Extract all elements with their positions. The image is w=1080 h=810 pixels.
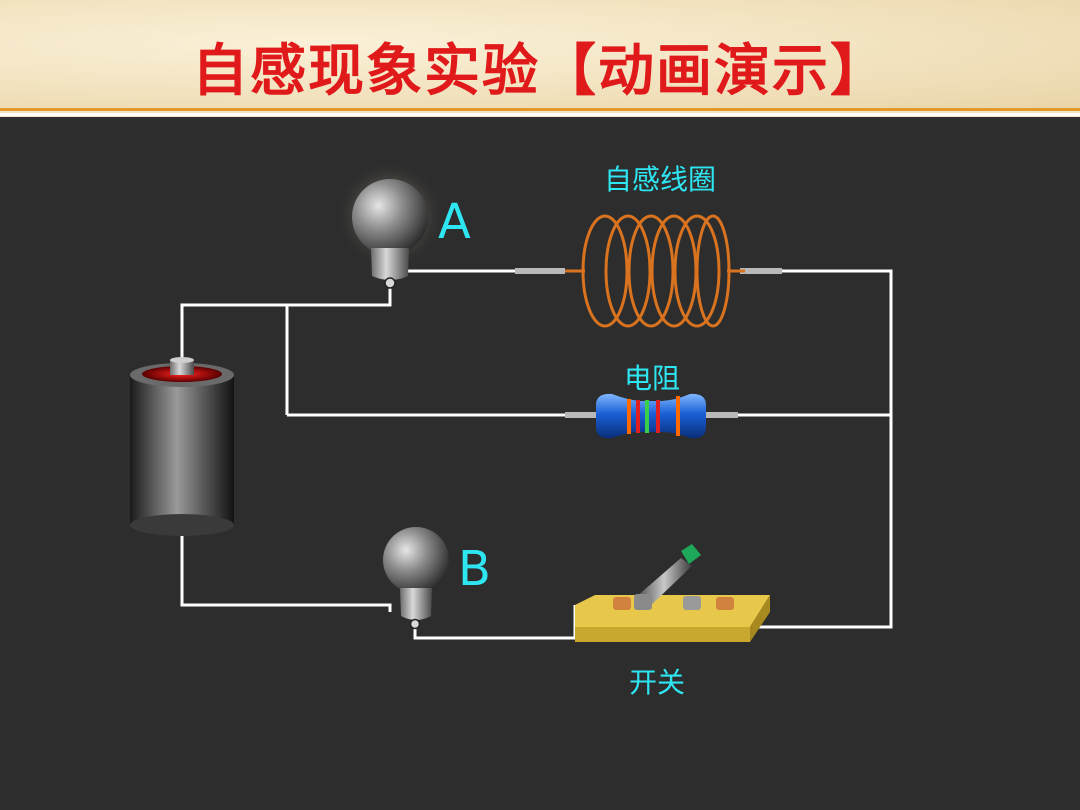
wire-lamp-b-to-switch bbox=[413, 605, 577, 640]
resistor-band-1 bbox=[627, 399, 631, 434]
switch-handle[interactable] bbox=[681, 544, 701, 564]
battery-bottom bbox=[130, 514, 234, 536]
wire-right-side bbox=[755, 269, 893, 629]
coil-lead-left bbox=[515, 268, 565, 274]
lamp-a-bulb bbox=[352, 179, 428, 255]
switch-contact-middle bbox=[683, 596, 701, 610]
switch-contact-right bbox=[716, 597, 734, 610]
lamp-b-label: B bbox=[458, 541, 491, 597]
resistor-band-2 bbox=[636, 400, 640, 433]
battery-body bbox=[130, 375, 234, 525]
resistor-band-3 bbox=[645, 400, 649, 433]
title-bar: 自感现象实验【动画演示】 bbox=[0, 0, 1080, 108]
lamp-a-terminal bbox=[384, 277, 396, 289]
knife-switch[interactable] bbox=[575, 544, 770, 642]
switch-base-side bbox=[750, 595, 770, 642]
switch-base-front bbox=[575, 627, 750, 642]
switch-contact-left bbox=[613, 597, 631, 610]
switch-label: 开关 bbox=[629, 666, 685, 699]
coil-label: 自感线圈 bbox=[604, 163, 716, 196]
resistor-body bbox=[596, 393, 706, 439]
resistor-band-4 bbox=[656, 400, 660, 433]
wire-battery-to-lamp-b bbox=[180, 534, 392, 612]
resistor-band-5 bbox=[676, 396, 680, 436]
coil-leads bbox=[515, 268, 782, 274]
inductor-coil bbox=[565, 214, 745, 328]
title-underline bbox=[0, 108, 1080, 111]
slide-title: 自感现象实验【动画演示】 bbox=[192, 38, 888, 104]
lamp-b-base bbox=[400, 588, 432, 620]
lamp-b-bulb bbox=[383, 527, 449, 593]
lamp-a-base bbox=[371, 248, 409, 280]
switch-hinge bbox=[634, 594, 652, 610]
lamp-a-label: A bbox=[438, 194, 471, 250]
battery-terminal bbox=[170, 360, 194, 375]
lamp-a bbox=[336, 161, 444, 289]
circuit-wires bbox=[180, 269, 893, 640]
lamp-b bbox=[383, 527, 449, 630]
title-underline-white bbox=[0, 113, 1080, 116]
coil-lead-right bbox=[740, 268, 782, 274]
resistor-lead-right bbox=[703, 412, 738, 418]
switch-base-top bbox=[575, 595, 770, 627]
battery-terminal-top bbox=[170, 357, 194, 363]
resistor-label: 电阻 bbox=[624, 362, 680, 395]
battery bbox=[130, 357, 234, 536]
resistor bbox=[565, 393, 738, 439]
lamp-b-terminal bbox=[409, 618, 421, 630]
resistor-lead-left bbox=[565, 412, 600, 418]
